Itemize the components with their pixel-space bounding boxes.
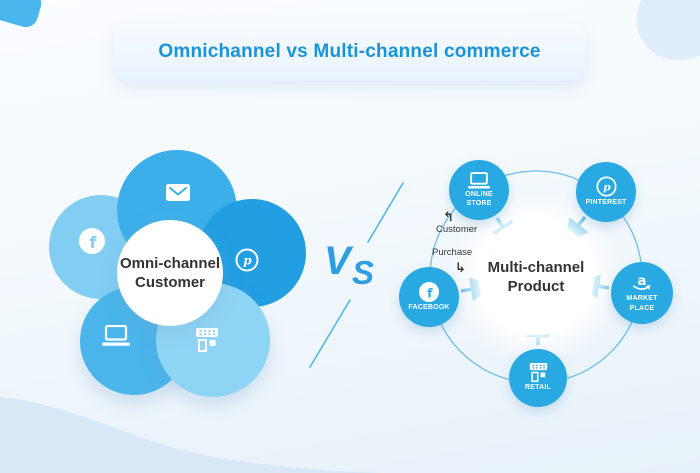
purchase-annotation: Purchase — [432, 247, 473, 258]
email-icon — [166, 184, 190, 201]
customer-annotation: Customer — [436, 224, 478, 235]
vs-label-v: V — [324, 239, 351, 283]
svg-text:p: p — [603, 182, 611, 194]
title-banner: Omnichannel vs Multi-channel commerce — [113, 23, 586, 81]
multichannel-center-label-line1: Multi-channel — [487, 258, 585, 276]
node-label: FACEBOOK — [408, 303, 450, 311]
amazon-icon: a — [632, 273, 651, 291]
facebook-icon: f — [419, 281, 439, 302]
page-title: Omnichannel vs Multi-channel commerce — [158, 41, 541, 62]
vs-label-s: S — [352, 254, 375, 291]
node-facebook: f FACEBOOK — [399, 267, 459, 327]
svg-text:f: f — [427, 286, 433, 300]
facebook-icon: f — [79, 228, 105, 254]
node-label: ONLINE STORE — [465, 190, 493, 207]
node-marketplace: a MARKET PLACE — [611, 262, 673, 324]
node-retail: RETAIL — [509, 349, 567, 407]
omnichannel-diagram: f p — [40, 145, 310, 400]
purchase-arrow-icon: ↳ — [455, 260, 466, 275]
svg-text:a: a — [637, 273, 646, 289]
laptop-icon — [468, 171, 490, 189]
svg-text:p: p — [243, 254, 252, 268]
node-online-store: ONLINE STORE — [449, 160, 509, 220]
wave-decoration — [0, 397, 380, 473]
node-label: PINTEREST — [585, 199, 627, 207]
multichannel-center-circle: Multi-channel Product — [478, 219, 594, 335]
corner-blob-decoration — [627, 0, 700, 70]
omnichannel-center-circle: Omni-channel Customer — [117, 220, 223, 326]
multichannel-diagram: Multi-channel Product ONLINE STORE p PIN… — [396, 137, 676, 417]
pinterest-icon: p — [595, 176, 617, 198]
omnichannel-center-label-line2: Customer — [134, 274, 205, 291]
storefront-icon — [196, 328, 218, 352]
corner-blob-decoration — [0, 0, 45, 30]
node-label: MARKET PLACE — [626, 295, 658, 312]
pinterest-icon: p — [235, 248, 259, 272]
customer-arrow-icon: ↰ — [443, 209, 454, 224]
laptop-icon — [102, 325, 130, 346]
node-label: RETAIL — [525, 384, 551, 392]
storefront-icon — [529, 363, 547, 383]
vs-divider-lines — [309, 182, 404, 368]
omnichannel-center-label-line1: Omni-channel — [119, 254, 220, 272]
multichannel-center-label-line2: Product — [507, 278, 565, 295]
svg-text:f: f — [90, 233, 98, 252]
node-pinterest: p PINTEREST — [576, 162, 636, 222]
